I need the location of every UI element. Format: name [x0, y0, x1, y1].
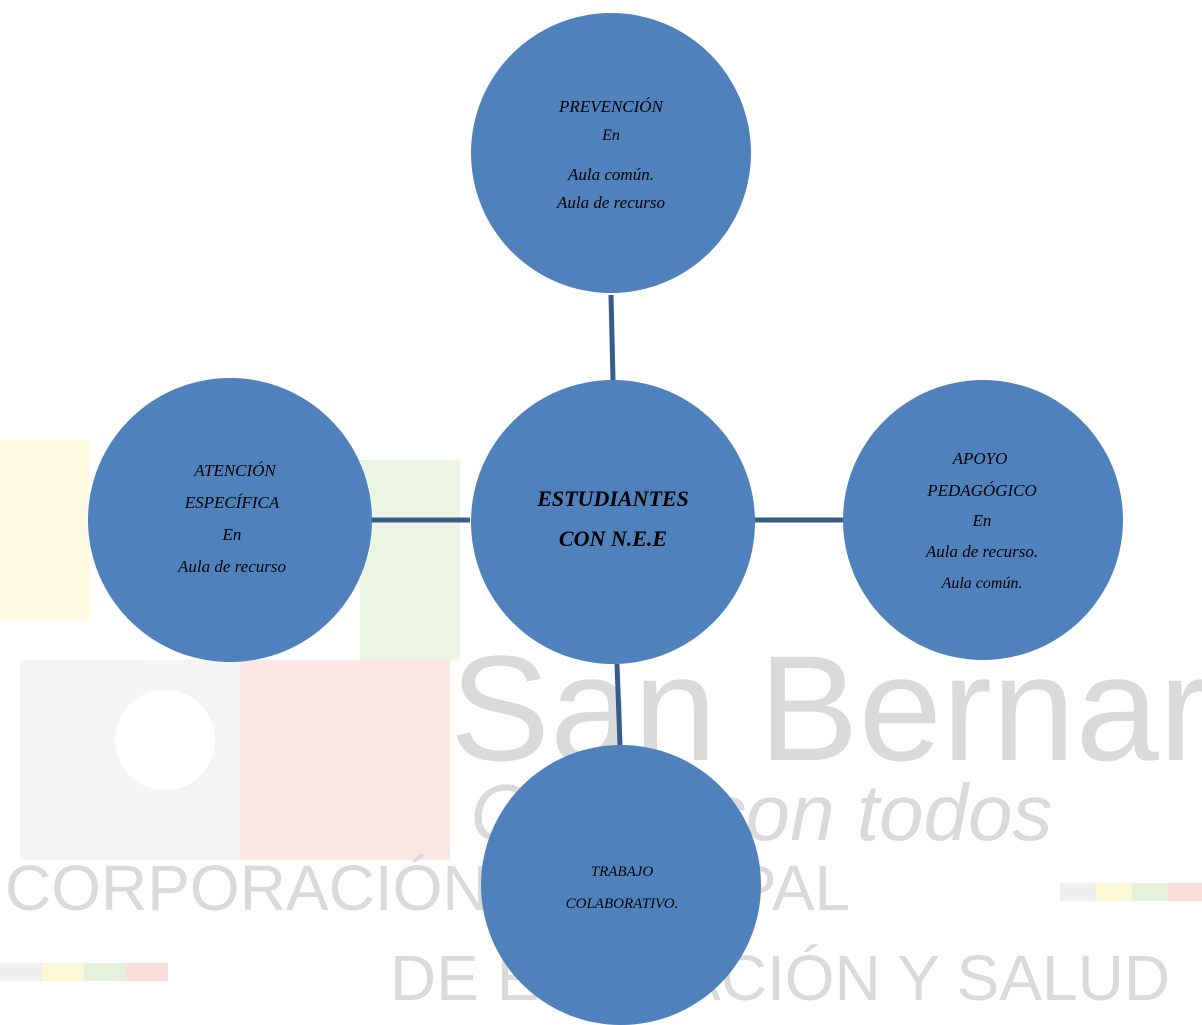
watermark-bar-2: [42, 963, 84, 981]
watermark-bar-7: [1132, 883, 1168, 901]
node-left-line-3: Aula de recurso: [177, 557, 286, 576]
node-center-line-1: CON N.E.E: [559, 526, 667, 551]
watermark-bar-1: [0, 963, 42, 981]
node-left-line-1: ESPECÍFICA: [184, 493, 280, 512]
connector-top: [608, 294, 616, 381]
node-bottom-line-1: COLABORATIVO.: [566, 896, 679, 912]
watermark-bar-3: [84, 963, 126, 981]
node-right-circle: [843, 380, 1123, 660]
node-left-line-0: ATENCIÓN: [193, 461, 277, 480]
node-right-line-3: Aula de recurso.: [925, 542, 1038, 561]
watermark-bar-6: [1096, 883, 1132, 901]
node-center-circle: [471, 380, 755, 664]
watermark-yellow-block: [0, 440, 90, 620]
node-right-line-1: PEDAGÓGICO: [926, 481, 1037, 500]
watermark-green-block: [360, 460, 460, 660]
watermark-bar-4: [126, 963, 168, 981]
node-left-line-2: En: [222, 525, 242, 544]
node-right-line-0: APOYO: [952, 449, 1008, 468]
watermark-tree-shape: [115, 690, 215, 790]
node-right-label: APOYO PEDAGÓGICO En Aula de recurso. Aul…: [925, 449, 1038, 592]
node-top-label: PREVENCIÓN En Aula común. Aula de recurs…: [556, 97, 665, 212]
watermark-bar-8: [1168, 883, 1202, 901]
node-top-line-2: Aula común.: [567, 165, 654, 184]
node-left-circle: [88, 378, 372, 662]
node-bottom-circle: [481, 745, 761, 1025]
watermark-bar-5: [1060, 883, 1096, 901]
node-left-label: ATENCIÓN ESPECÍFICA En Aula de recurso: [177, 461, 286, 576]
node-right-line-4: Aula común.: [941, 575, 1023, 592]
connectors: [372, 294, 845, 746]
node-top-line-3: Aula de recurso: [556, 193, 665, 212]
node-top-circle: [471, 13, 751, 293]
node-top-line-0: PREVENCIÓN: [558, 97, 665, 116]
node-center-line-0: ESTUDIANTES: [536, 486, 689, 511]
node-bottom-line-0: TRABAJO: [591, 864, 654, 880]
connector-bottom: [614, 663, 623, 746]
node-right-line-2: En: [972, 511, 992, 530]
node-top-line-1: En: [601, 127, 620, 144]
node-center-label: ESTUDIANTES CON N.E.E: [536, 486, 689, 551]
node-bottom-label: TRABAJO COLABORATIVO.: [566, 864, 679, 912]
watermark-red-block: [240, 660, 450, 860]
